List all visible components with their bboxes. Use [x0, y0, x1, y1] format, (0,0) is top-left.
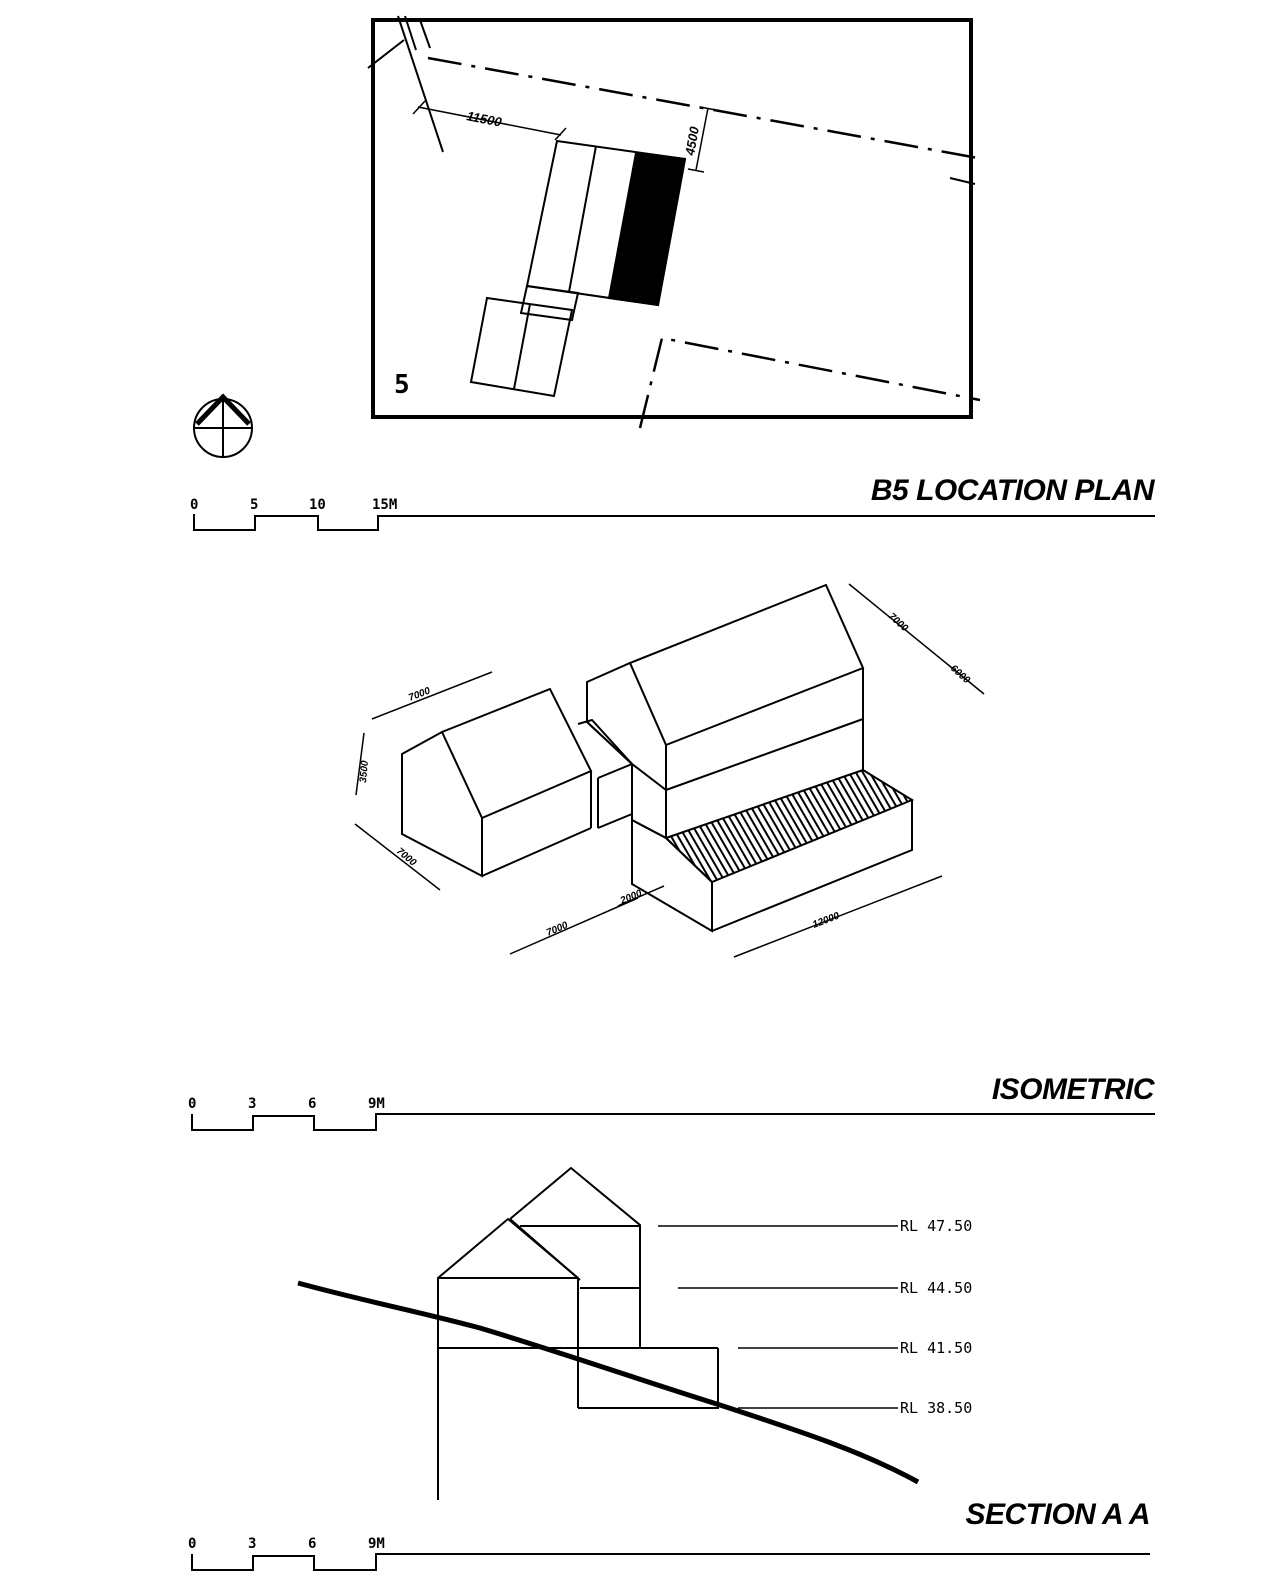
dim-tick [412, 100, 426, 115]
hatched-extension [607, 151, 687, 307]
dim-width-label: 4500 [682, 125, 702, 158]
isometric-title: ISOMETRIC [992, 1073, 1156, 1106]
rl-label: RL 41.50 [900, 1339, 972, 1357]
section-rear-house [509, 1166, 641, 1347]
location-plan: 11500 4500 5 0 5 10 15M B5 LOCATION PLAN [190, 15, 1156, 531]
road-line [367, 39, 405, 69]
scale-label: 9M [368, 1096, 385, 1112]
dim-label: 12000 [811, 910, 841, 930]
dim-tick [687, 168, 705, 173]
iso-left-building [401, 687, 593, 878]
dim-line [695, 107, 709, 171]
iso-extension [631, 768, 915, 933]
dim-line [417, 106, 562, 136]
road-line [419, 19, 431, 49]
plot-number: 5 [394, 370, 410, 400]
scale-label: 9M [368, 1536, 385, 1552]
rl-label: RL 44.50 [900, 1279, 972, 1297]
scale-label: 6 [308, 1536, 316, 1552]
section-aa-correct-coords [437, 1217, 719, 1409]
building-division [568, 145, 597, 293]
section-mask [430, 1500, 590, 1575]
rl-label: RL 38.50 [900, 1399, 972, 1417]
scale-bar: 0 3 6 9M [188, 1536, 1150, 1571]
location-plan-title: B5 LOCATION PLAN [871, 474, 1156, 507]
scale-bar: 0 3 6 9M [188, 1096, 1155, 1131]
dim-label: 6000 [948, 663, 972, 686]
site-boundary [949, 177, 976, 185]
ground-line [297, 1280, 920, 1485]
section-title: SECTION A A [965, 1498, 1150, 1531]
iso-dimensions: 7000 3500 7000 7000 2000 12000 7000 6000 [354, 583, 985, 958]
dim-label: 7000 [545, 920, 570, 939]
garage-building [469, 296, 574, 398]
building-division [513, 303, 531, 390]
dim-tick [554, 127, 567, 141]
scale-bar: 0 5 10 15M [190, 497, 1155, 531]
scale-label: 0 [190, 497, 198, 513]
road-line [404, 15, 417, 51]
scale-label: 6 [308, 1096, 316, 1112]
dim-label: 2000 [618, 888, 644, 907]
scale-label: 5 [250, 497, 258, 513]
dim-length-label: 11500 [465, 108, 503, 130]
scale-label: 15M [372, 497, 397, 513]
scale-label: 3 [248, 1096, 256, 1112]
dim-label: 3500 [358, 760, 371, 784]
north-arrow-icon [193, 393, 253, 458]
lower-block [578, 1348, 719, 1409]
scale-label: 0 [188, 1536, 196, 1552]
site-boundary [638, 336, 981, 429]
site-frame [371, 18, 973, 419]
scale-label: 10 [309, 497, 326, 513]
scale-label: 3 [248, 1536, 256, 1552]
scale-label: 0 [188, 1096, 196, 1112]
iso-link-building [577, 718, 634, 829]
rl-label: RL 47.50 [900, 1217, 972, 1235]
isometric-view: 7000 3500 7000 7000 2000 12000 7000 6000… [188, 583, 1156, 1131]
front-house-outline [437, 1217, 579, 1408]
rl-leaders: RL 47.50 RL 44.50 RL 41.50 RL 38.50 [658, 1217, 972, 1417]
dim-tick [699, 106, 717, 111]
road-line [397, 15, 444, 153]
